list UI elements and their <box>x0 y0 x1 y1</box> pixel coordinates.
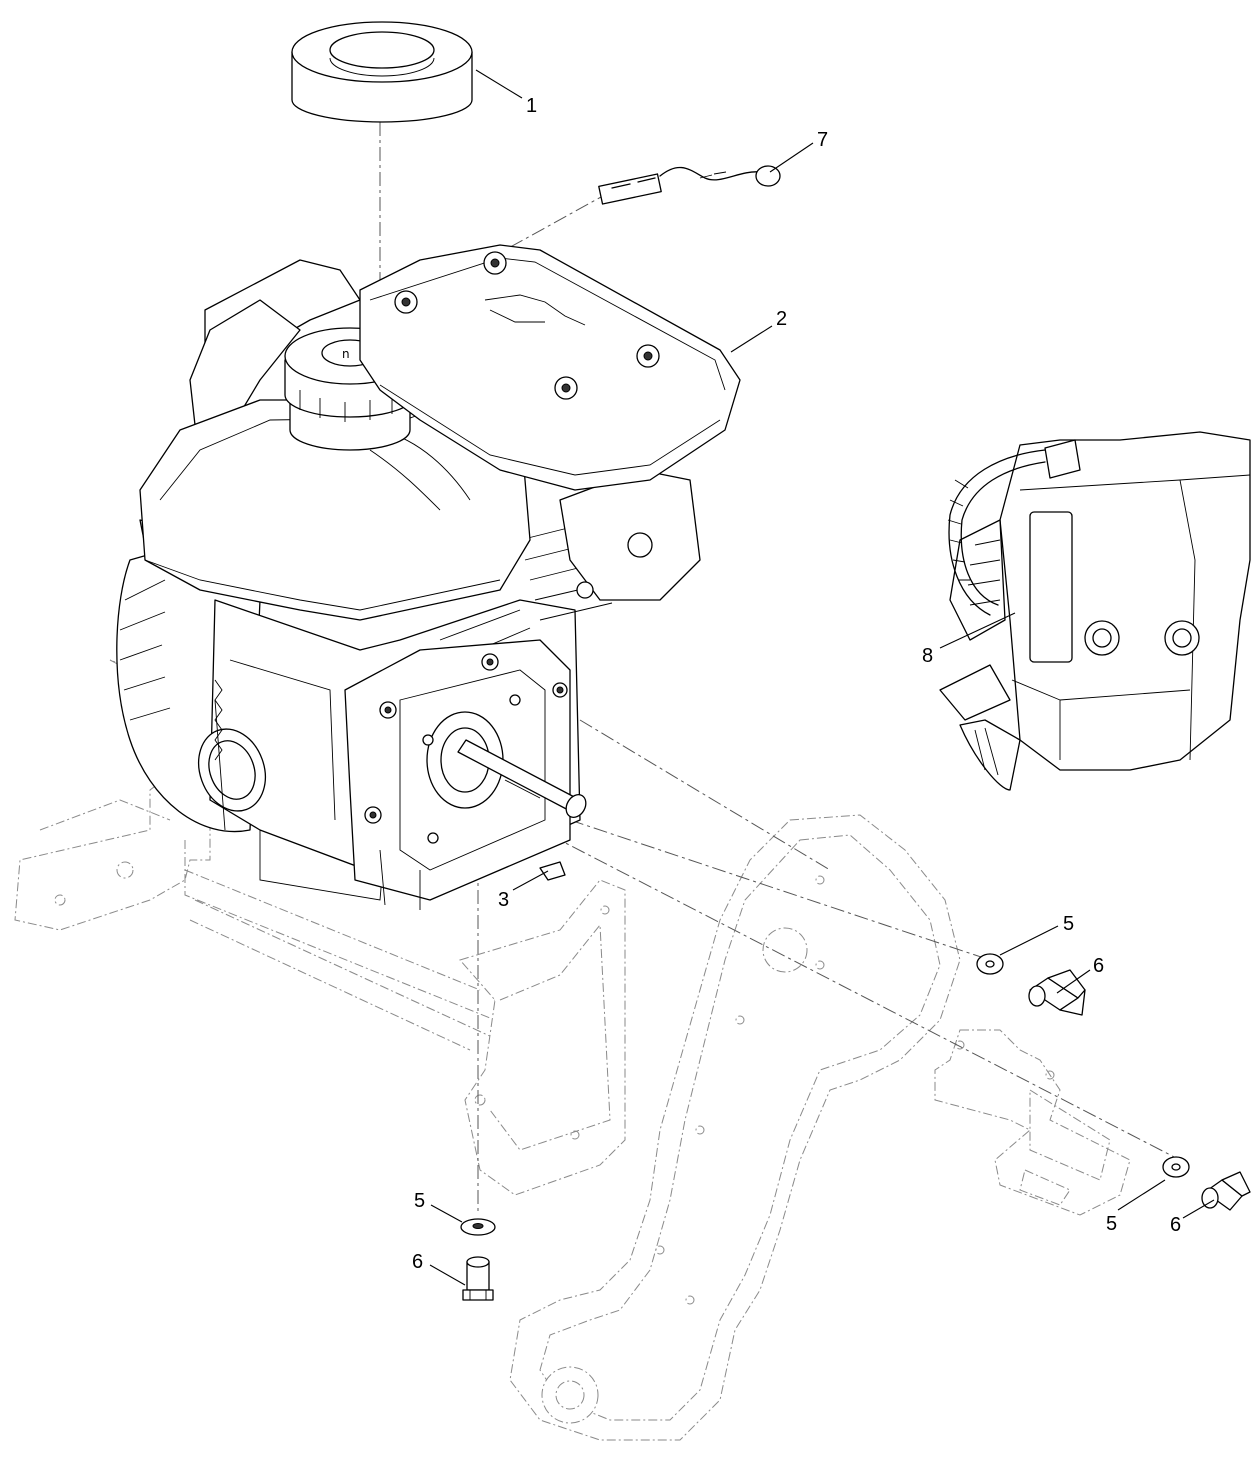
callout-3: 3 <box>498 889 509 911</box>
safety-key-part <box>598 165 781 205</box>
callout-1: 1 <box>526 95 537 117</box>
shaft-key-part <box>539 861 566 881</box>
washer-lower-left <box>460 1218 496 1236</box>
bolt-lower-right <box>1201 1171 1251 1211</box>
bolt-upper-right <box>1028 969 1086 1016</box>
leader-lines <box>429 69 1215 1286</box>
callout-6-lower-right: 6 <box>1170 1214 1181 1236</box>
svg-text:n: n <box>342 347 350 361</box>
alignment-centerlines <box>379 122 1181 1215</box>
output-shaft <box>457 739 587 818</box>
callout-6-upper-right: 6 <box>1093 955 1104 977</box>
electric-starter-inset <box>939 431 1251 791</box>
callout-labels: 1 2 3 5 5 5 6 6 6 7 8 <box>412 95 1181 1273</box>
air-cleaner-cover-part <box>359 244 741 491</box>
callout-5-upper-right: 5 <box>1063 913 1074 935</box>
ghost-frame-mid-bracket <box>459 879 626 1196</box>
ghost-right-bracket <box>934 1029 1131 1216</box>
callout-2: 2 <box>776 308 787 330</box>
washer-upper-right <box>976 953 1004 975</box>
callout-7: 7 <box>817 129 828 151</box>
callout-5-lower-left: 5 <box>414 1190 425 1212</box>
callout-5-lower-right: 5 <box>1106 1213 1117 1235</box>
foam-ring-part <box>291 21 473 123</box>
bolt-lower-left <box>462 1256 494 1301</box>
crankcase-cover <box>344 639 571 910</box>
callout-8: 8 <box>922 645 933 667</box>
callout-6-lower-left: 6 <box>412 1251 423 1273</box>
washer-lower-right <box>1162 1156 1190 1178</box>
ghost-frame-side-plate <box>509 814 961 1441</box>
engine-assembly: n <box>116 244 741 910</box>
